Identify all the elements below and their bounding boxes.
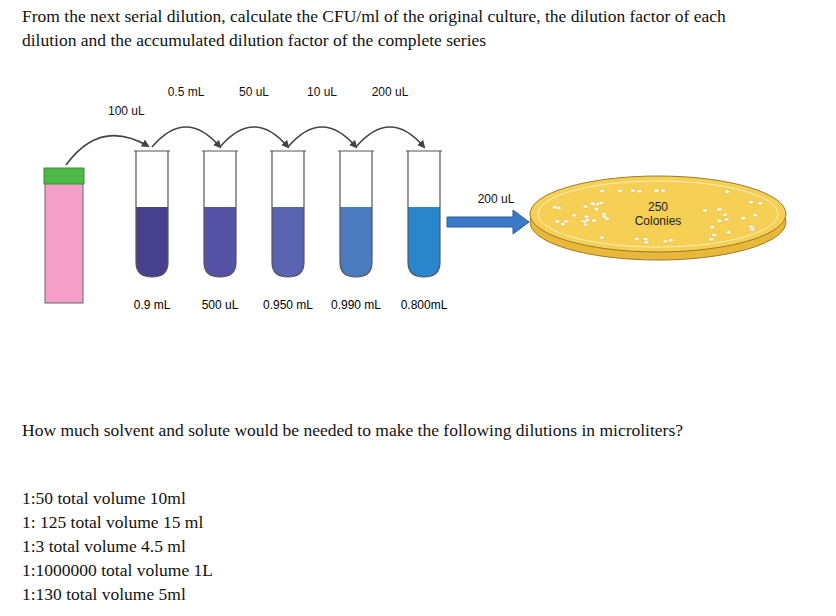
tube-rim [270, 150, 306, 151]
colony [741, 216, 746, 220]
colony-count-text: 250 Colonies [635, 200, 682, 228]
colony [592, 219, 597, 223]
colony [710, 226, 715, 230]
colony [702, 209, 707, 213]
colony-count: 250 Colonies [628, 200, 688, 228]
tube-liquid [408, 207, 440, 277]
dilution-item: 1:130 total volume 5ml [22, 582, 422, 606]
test-tube: 0.990 mL [321, 150, 391, 320]
dish-agar [530, 176, 786, 252]
test-tube: 0.800mL [389, 150, 459, 320]
volume-label: 10 uL [305, 85, 339, 99]
colony [599, 201, 604, 205]
colony [709, 238, 714, 242]
colony [552, 205, 557, 209]
colony [661, 189, 666, 193]
dilution-item: 1:1000000 total volume 1L [22, 558, 422, 582]
tube-liquid [272, 207, 304, 277]
volume-label: 0.5 mL [166, 85, 207, 99]
tube-rim [202, 150, 238, 151]
tube-outline [389, 150, 459, 280]
dilution-item: 1:50 total volume 10ml [22, 486, 422, 510]
transfer-arrow [288, 127, 356, 147]
volume-label: 0.800mL [399, 298, 450, 312]
bottle-cap [44, 168, 84, 184]
colony [618, 189, 623, 193]
petri-dish: 250 Colonies [527, 170, 789, 262]
colony [717, 219, 722, 223]
colony [602, 215, 607, 219]
bottle-body [45, 183, 83, 303]
colony [600, 189, 605, 193]
tube-rim [406, 150, 442, 151]
colony [723, 213, 728, 217]
colony [583, 205, 588, 209]
tube-outline [185, 150, 255, 280]
transfer-arrow [220, 127, 288, 147]
dilution-item: 1:3 total volume 4.5 ml [22, 534, 422, 558]
colony [637, 190, 642, 194]
tube-glass [136, 151, 168, 277]
test-tube: 0.9 mL [117, 150, 187, 320]
colony [668, 238, 673, 242]
tube-liquid [340, 207, 372, 277]
colony [634, 237, 639, 241]
transfer-arrow [356, 127, 424, 147]
tube-rim [338, 150, 374, 151]
question-text: From the next serial dilution, calculate… [22, 4, 742, 52]
tube-outline [117, 150, 187, 280]
tube-glass [408, 151, 440, 277]
colony [749, 200, 754, 204]
colony [724, 218, 729, 222]
colony [725, 190, 730, 194]
volume-label: 500 uL [200, 298, 241, 312]
colony [594, 207, 599, 211]
test-tube: 0.950 mL [253, 150, 323, 320]
colony [631, 189, 636, 193]
volume-label: 0.950 mL [261, 298, 315, 312]
colony [584, 215, 589, 219]
volume-label: 50 uL [237, 85, 271, 99]
colony [654, 189, 659, 193]
volume-label: 0.9 mL [132, 298, 173, 312]
tube-rim [134, 150, 170, 151]
colony [555, 220, 560, 224]
colony [585, 218, 590, 222]
volume-label: 200 uL [476, 192, 517, 206]
block-arrow [447, 210, 529, 234]
colony [644, 240, 649, 244]
tube-outline [321, 150, 391, 280]
colony [572, 214, 577, 218]
tube-liquid [136, 207, 168, 277]
colony [748, 225, 753, 229]
volume-label: 0.990 mL [329, 298, 383, 312]
tube-liquid [204, 207, 236, 277]
tube-glass [340, 151, 372, 277]
tube-outline [253, 150, 323, 280]
colony [599, 236, 604, 240]
volume-label: 100 uL [106, 104, 147, 118]
tube-glass [204, 151, 236, 277]
colony [663, 239, 668, 243]
dilution-item: 1: 125 total volume 15 ml [22, 510, 422, 534]
question-text: How much solvent and solute would be nee… [22, 418, 742, 442]
transfer-arrow [152, 127, 220, 147]
colony [726, 231, 731, 235]
dish-rim [538, 181, 778, 247]
colony [717, 208, 722, 212]
tube-glass [272, 151, 304, 277]
colony [748, 225, 753, 229]
colony [753, 214, 758, 218]
colony [712, 233, 717, 237]
colony [758, 202, 763, 206]
volume-label: 200 uL [370, 85, 411, 99]
colony [564, 220, 569, 224]
colony [590, 202, 595, 206]
test-tube: 500 uL [185, 150, 255, 320]
